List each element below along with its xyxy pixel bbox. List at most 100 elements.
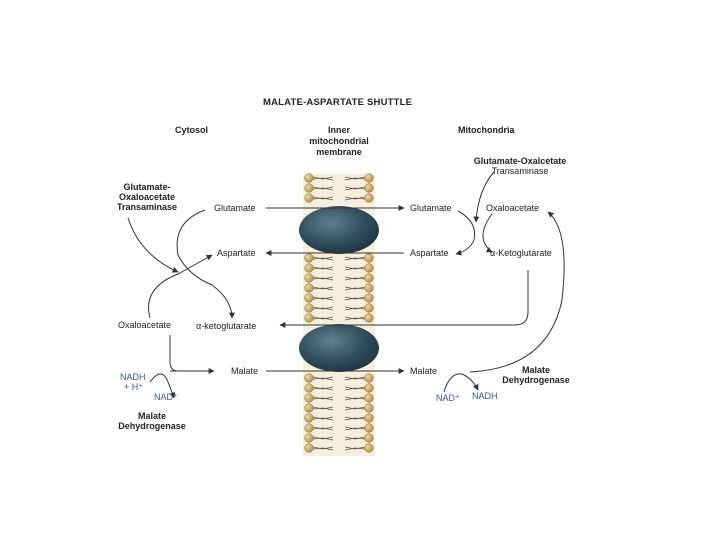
lipid-tail xyxy=(312,426,334,431)
lipid-tail xyxy=(344,416,366,421)
lipid-head-outer xyxy=(304,273,314,283)
cyto-mdh-line2: Dehydrogenase xyxy=(118,421,186,431)
cyto-enzyme-line3: Transaminase xyxy=(116,202,178,212)
mito-malate-to-oxaloacetate-arrow xyxy=(469,211,565,373)
lipid-head-inner xyxy=(364,183,374,193)
lipid-tail xyxy=(312,176,334,181)
lipid-head-outer xyxy=(304,403,314,413)
lipid-head-inner xyxy=(364,403,374,413)
lipid-head-outer xyxy=(304,443,314,453)
lipid-tail xyxy=(344,316,366,321)
lipid-head-inner xyxy=(364,423,374,433)
membrane-header-line2: mitochondrial xyxy=(309,136,369,146)
lipid-head-outer xyxy=(304,383,314,393)
lipid-head-outer xyxy=(304,253,314,263)
lipid-tail xyxy=(344,266,366,271)
mito-alpha-kg-label: α-Ketoglutarate xyxy=(490,248,552,258)
lipid-tail xyxy=(312,396,334,401)
mito-nad-plus-label: NAD⁺ xyxy=(436,393,460,403)
lipid-tail xyxy=(312,316,334,321)
cyto-h-plus-label: + H⁺ xyxy=(124,382,144,392)
lipid-head-outer xyxy=(304,373,314,383)
diagram-title: MALATE-ASPARTATE SHUTTLE xyxy=(263,97,413,108)
mito-nadh-label: NADH xyxy=(472,391,498,401)
lipid-tails xyxy=(312,176,366,451)
lipid-head-inner xyxy=(364,313,374,323)
cyto-mdh-line1: Malate xyxy=(137,411,166,421)
cyto-nadh-curve xyxy=(149,373,176,399)
lipid-tail xyxy=(344,436,366,441)
lipid-head-inner xyxy=(364,253,374,263)
lipid-head-outer xyxy=(304,193,314,203)
lipid-tail xyxy=(344,306,366,311)
lipid-head-inner xyxy=(364,193,374,203)
cyto-aspartate-label: Aspartate xyxy=(217,248,256,258)
cyto-nadh-label: NADH xyxy=(120,372,146,382)
mito-aspartate-label: Aspartate xyxy=(410,248,449,258)
mito-enzyme-arrow xyxy=(473,171,495,223)
mito-oxaloacetate-curve xyxy=(482,213,493,253)
lipid-tail xyxy=(312,276,334,281)
lipid-tail xyxy=(312,286,334,291)
glutamate-aspartate-transporter xyxy=(299,206,379,254)
cyto-alpha-kg-label: α-ketoglutarate xyxy=(196,321,257,331)
lipid-head-inner xyxy=(364,413,374,423)
mito-mdh-line2: Dehydrogenase xyxy=(502,375,570,385)
lipid-tail xyxy=(312,296,334,301)
lipid-tail xyxy=(312,306,334,311)
lipid-head-outer xyxy=(304,413,314,423)
lipid-tail xyxy=(344,286,366,291)
lipid-head-inner xyxy=(364,303,374,313)
mito-nad-curve xyxy=(443,373,479,393)
lipid-head-inner xyxy=(364,263,374,273)
lipid-tail xyxy=(344,386,366,391)
mito-enzyme-line2: Transaminase xyxy=(491,166,549,176)
lipid-head-inner xyxy=(364,173,374,183)
mito-malate-label: Malate xyxy=(410,366,438,376)
cyto-oxaloacetate-curve xyxy=(148,254,213,319)
lipid-tail xyxy=(312,266,334,271)
lipid-tail xyxy=(344,176,366,181)
mito-enzyme-line1: Glutamate-Oxalcetate xyxy=(473,156,567,166)
lipid-head-outer xyxy=(304,263,314,273)
lipid-tail xyxy=(312,406,334,411)
lipid-head-inner xyxy=(364,393,374,403)
cyto-enzyme-line1: Glutamate- xyxy=(123,182,171,192)
lipid-tail xyxy=(344,406,366,411)
mito-glutamate-label: Glutamate xyxy=(410,203,452,213)
lipid-tail xyxy=(312,436,334,441)
lipid-tail xyxy=(344,256,366,261)
lipid-tail xyxy=(344,296,366,301)
lipid-tail xyxy=(344,196,366,201)
cyto-oxaloacetate-label: Oxaloacetate xyxy=(118,320,172,330)
lipid-tail xyxy=(344,276,366,281)
mito-oxaloacetate-label: Oxaloacetate xyxy=(486,203,540,213)
lipid-head-outer xyxy=(304,293,314,303)
cyto-glutamate-label: Glutamate xyxy=(214,203,256,213)
lipid-head-inner xyxy=(364,273,374,283)
cyto-enzyme-arrow xyxy=(127,217,179,273)
lipid-head-outer xyxy=(304,393,314,403)
lipid-head-inner xyxy=(364,383,374,393)
cyto-enzyme-line2: Oxaloacetate xyxy=(118,192,176,202)
lipid-tail xyxy=(344,426,366,431)
cytosol-header: Cytosol xyxy=(175,125,209,135)
cyto-glutamate-curve xyxy=(176,209,235,319)
alpha-ketoglutarate-export-arrow xyxy=(279,270,529,328)
lipid-tail xyxy=(312,386,334,391)
lipid-tail xyxy=(344,396,366,401)
lipid-head-inner xyxy=(364,373,374,383)
lipid-heads xyxy=(304,173,374,453)
lipid-head-outer xyxy=(304,183,314,193)
lipid-head-outer xyxy=(304,313,314,323)
mitochondria-header: Mitochondria xyxy=(458,125,515,135)
lipid-tail xyxy=(344,376,366,381)
lipid-tail xyxy=(312,186,334,191)
mito-mdh-line1: Malate xyxy=(521,365,550,375)
lipid-head-outer xyxy=(304,433,314,443)
cyto-mdh-corner xyxy=(169,361,179,372)
lipid-head-outer xyxy=(304,303,314,313)
lipid-tail xyxy=(312,376,334,381)
lipid-head-inner xyxy=(364,433,374,443)
